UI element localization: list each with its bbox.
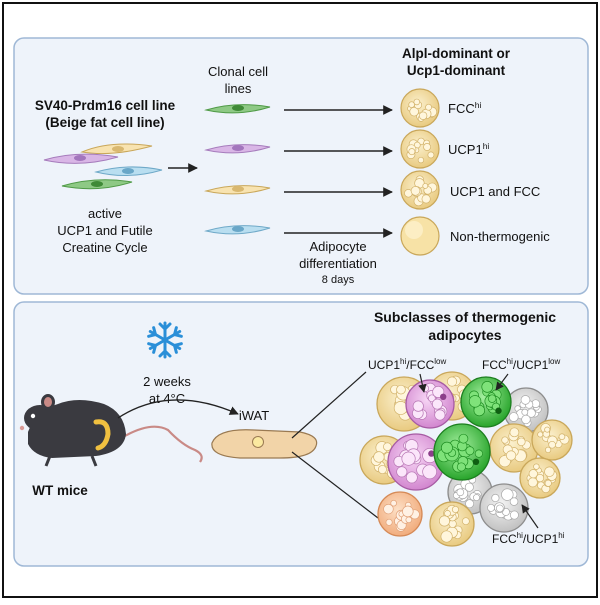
- mouse-icon: [19, 394, 203, 467]
- outcome-label-non-thermogenic: Non-thermogenic: [450, 229, 550, 244]
- clonal-cell-blue: [204, 225, 271, 235]
- cell-icon: [80, 143, 153, 155]
- iwat-label: iWAT: [239, 408, 269, 423]
- adipocyte-icon: [377, 491, 423, 537]
- outcome-label-ucp1-fcc: UCP1 and FCC: [450, 184, 540, 199]
- adipocyte-icon: [400, 216, 440, 256]
- adipocyte-icon: [519, 457, 561, 499]
- outcome-label-ucp1-hi: UCP1hi: [448, 141, 489, 157]
- dominant-title-line1: Alpl-dominant or: [402, 46, 511, 61]
- adipocyte-icon: [400, 129, 440, 169]
- clonal-cell-green: [204, 104, 271, 114]
- zoom-line-lower: [291, 451, 379, 519]
- zoom-line-upper: [291, 371, 367, 439]
- adipocyte-icon: [429, 501, 475, 547]
- adipocyte-cluster: [359, 371, 573, 547]
- adipocyte-icon: [433, 423, 491, 481]
- cold-label-line1: 2 weeks: [143, 374, 191, 389]
- clonal-label-line1: Clonal cell: [208, 64, 268, 79]
- top-panel: [13, 37, 589, 295]
- pointer-ucp1-hi: [418, 373, 427, 393]
- diff-label-line2: differentiation: [299, 256, 377, 271]
- source-title-line2: (Beige fat cell line): [45, 115, 164, 130]
- adipocyte-icon: [405, 379, 455, 429]
- subclass-title-line2: adipocytes: [428, 327, 501, 343]
- dominant-title-line2: Ucp1-dominant: [407, 63, 506, 78]
- cell-icon: [43, 153, 119, 164]
- subclass-label-fcc-hi: FCChi/UCP1low: [482, 357, 560, 372]
- clonal-cell-purple: [204, 144, 271, 154]
- mouse-label: WT mice: [32, 483, 88, 498]
- adipocyte-icon: [479, 483, 529, 533]
- subclass-label-ucp1-hi: UCP1hi/FCClow: [368, 357, 446, 372]
- adipocyte-icon: [400, 88, 440, 128]
- arrow-to-iwat: [117, 399, 239, 419]
- source-caption-line2: UCP1 and Futile: [57, 223, 152, 238]
- subclass-label-both-hi: FCChi/UCP1hi: [492, 531, 565, 546]
- adipocyte-icon: [387, 433, 445, 491]
- cell-cluster: [43, 143, 163, 190]
- adipocyte-icon: [531, 419, 573, 461]
- adipocyte-icon: [489, 423, 539, 473]
- diff-days: 8 days: [322, 274, 355, 286]
- subclass-title-line1: Subclasses of thermogenic: [374, 309, 556, 325]
- adipocyte-icon: [400, 170, 440, 210]
- outcome-label-fcc-hi: FCChi: [448, 100, 481, 116]
- pointer-both-hi: [521, 504, 539, 529]
- cell-icon: [61, 179, 133, 190]
- cell-icon: [94, 166, 163, 177]
- source-title-line1: SV40-Prdm16 cell line: [35, 98, 176, 113]
- diff-label-line1: Adipocyte: [309, 239, 366, 254]
- cold-label-line2: at 4°C: [149, 391, 185, 406]
- pointer-fcc-hi: [495, 373, 509, 391]
- source-caption-line1: active: [88, 206, 122, 221]
- adipocyte-icon: [460, 376, 512, 428]
- snowflake-icon: [146, 321, 184, 359]
- clonal-label-line2: lines: [225, 81, 252, 96]
- clonal-cell-yellow: [204, 185, 271, 195]
- iwat-tissue: [211, 429, 318, 459]
- source-caption-line3: Creatine Cycle: [62, 240, 147, 255]
